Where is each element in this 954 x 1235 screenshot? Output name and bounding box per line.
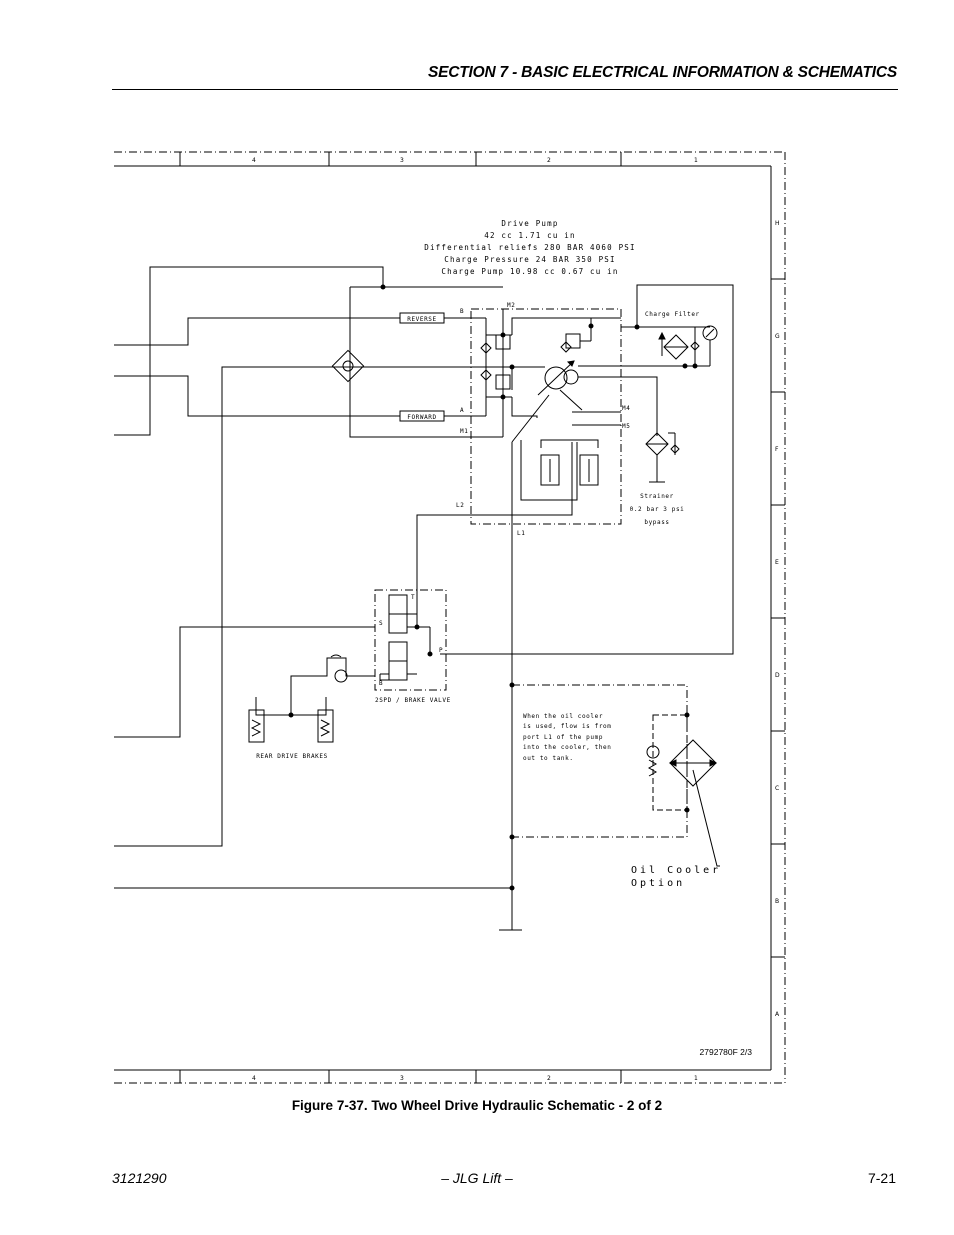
footer-brand: – JLG Lift –	[441, 1170, 513, 1186]
valve-port-p: P	[439, 647, 443, 654]
cooler-note-5: out to tank.	[523, 755, 574, 762]
rear-drive-brakes: REAR DRIVE BRAKES	[248, 654, 375, 760]
drawing-frame	[114, 151, 786, 1084]
strainer-label-1: Strainer	[640, 493, 674, 500]
header-rule	[112, 89, 898, 90]
strainer-label-2: 0.2 bar 3 psi	[630, 506, 685, 513]
zone-label-bottom-1: 1	[694, 1075, 698, 1082]
zone-label-bottom-4: 4	[252, 1075, 256, 1082]
pump-spec-line-3: Differential reliefs 280 BAR 4060 PSI	[424, 243, 635, 252]
rear-brakes-label: REAR DRIVE BRAKES	[256, 753, 328, 760]
oil-cooler-option-label-1: Oil Cooler	[631, 865, 721, 876]
reverse-label: REVERSE	[407, 316, 437, 323]
port-m2-label: M2	[507, 302, 515, 309]
zone-label-top-4: 4	[252, 157, 256, 164]
reverse-label-box: REVERSE	[399, 312, 445, 324]
port-m4-label: M4	[622, 405, 630, 412]
drawing-number: 2792780F 2/3	[700, 1047, 753, 1057]
forward-label: FORWARD	[407, 414, 437, 421]
port-b-label: B	[460, 308, 464, 315]
section-header: SECTION 7 - BASIC ELECTRICAL INFORMATION…	[427, 64, 897, 81]
charge-filter-label: Charge Filter	[645, 311, 700, 318]
port-l2-label: L2	[456, 502, 464, 509]
valve-port-b: B	[379, 680, 383, 687]
two-speed-brake-valve: T S P B 2SPD / BRAKE VALVE	[374, 589, 451, 704]
zone-label-e: E	[775, 559, 779, 566]
zone-label-top-1: 1	[694, 157, 698, 164]
zone-label-top-3: 3	[400, 157, 404, 164]
zone-label-a: A	[775, 1011, 780, 1018]
cooler-note-3: port L1 of the pump	[523, 734, 603, 741]
left-hydraulic-lines	[114, 266, 513, 889]
zone-label-h: H	[775, 220, 780, 227]
oil-cooler-option: When the oil cooler is used, flow is fro…	[512, 684, 721, 889]
footer-page-number: 7-21	[867, 1170, 896, 1186]
pump-spec-line-5: Charge Pump 10.98 cc 0.67 cu in	[441, 267, 618, 276]
port-m1-label: M1	[460, 428, 468, 435]
zone-label-b: B	[775, 898, 779, 905]
valve-port-t: T	[411, 594, 415, 601]
valve-label: 2SPD / BRAKE VALVE	[375, 697, 451, 704]
valve-port-s: S	[379, 620, 383, 627]
forward-label-box: FORWARD	[399, 410, 445, 422]
zone-label-bottom-2: 2	[547, 1075, 551, 1082]
charge-filter: Charge Filter	[440, 284, 734, 655]
shuttle-valve	[331, 284, 503, 438]
pump-spec-line-2: 42 cc 1.71 cu in	[484, 231, 575, 240]
cooler-note-1: When the oil cooler	[523, 713, 603, 720]
zone-label-d: D	[775, 672, 780, 679]
footer-doc-number: 3121290	[112, 1170, 167, 1186]
zone-label-g: G	[775, 333, 780, 340]
tank-return-line	[499, 524, 522, 931]
pump-spec-line-1: Drive Pump	[501, 219, 558, 228]
pump-spec-line-4: Charge Pressure 24 BAR 350 PSI	[444, 255, 615, 264]
port-m5-label: M5	[622, 423, 630, 430]
port-l1-label: L1	[517, 530, 525, 537]
zone-label-c: C	[775, 785, 779, 792]
oil-cooler-option-label-2: Option	[631, 878, 685, 889]
port-a-label: A	[460, 407, 464, 414]
zone-label-top-2: 2	[547, 157, 551, 164]
cooler-note-2: is used, flow is from	[523, 723, 611, 730]
zone-label-bottom-3: 3	[400, 1075, 404, 1082]
figure-caption: Figure 7-37. Two Wheel Drive Hydraulic S…	[291, 1098, 663, 1113]
pump-enclosure	[470, 308, 622, 525]
drive-pump-internals	[416, 309, 685, 627]
zone-label-f: F	[775, 446, 779, 453]
cooler-note-4: into the cooler, then	[523, 744, 611, 751]
drive-pump-spec: Drive Pump 42 cc 1.71 cu in Differential…	[424, 219, 635, 276]
strainer-label-3: bypass	[644, 519, 669, 526]
strainer: Strainer 0.2 bar 3 psi bypass	[630, 432, 685, 526]
